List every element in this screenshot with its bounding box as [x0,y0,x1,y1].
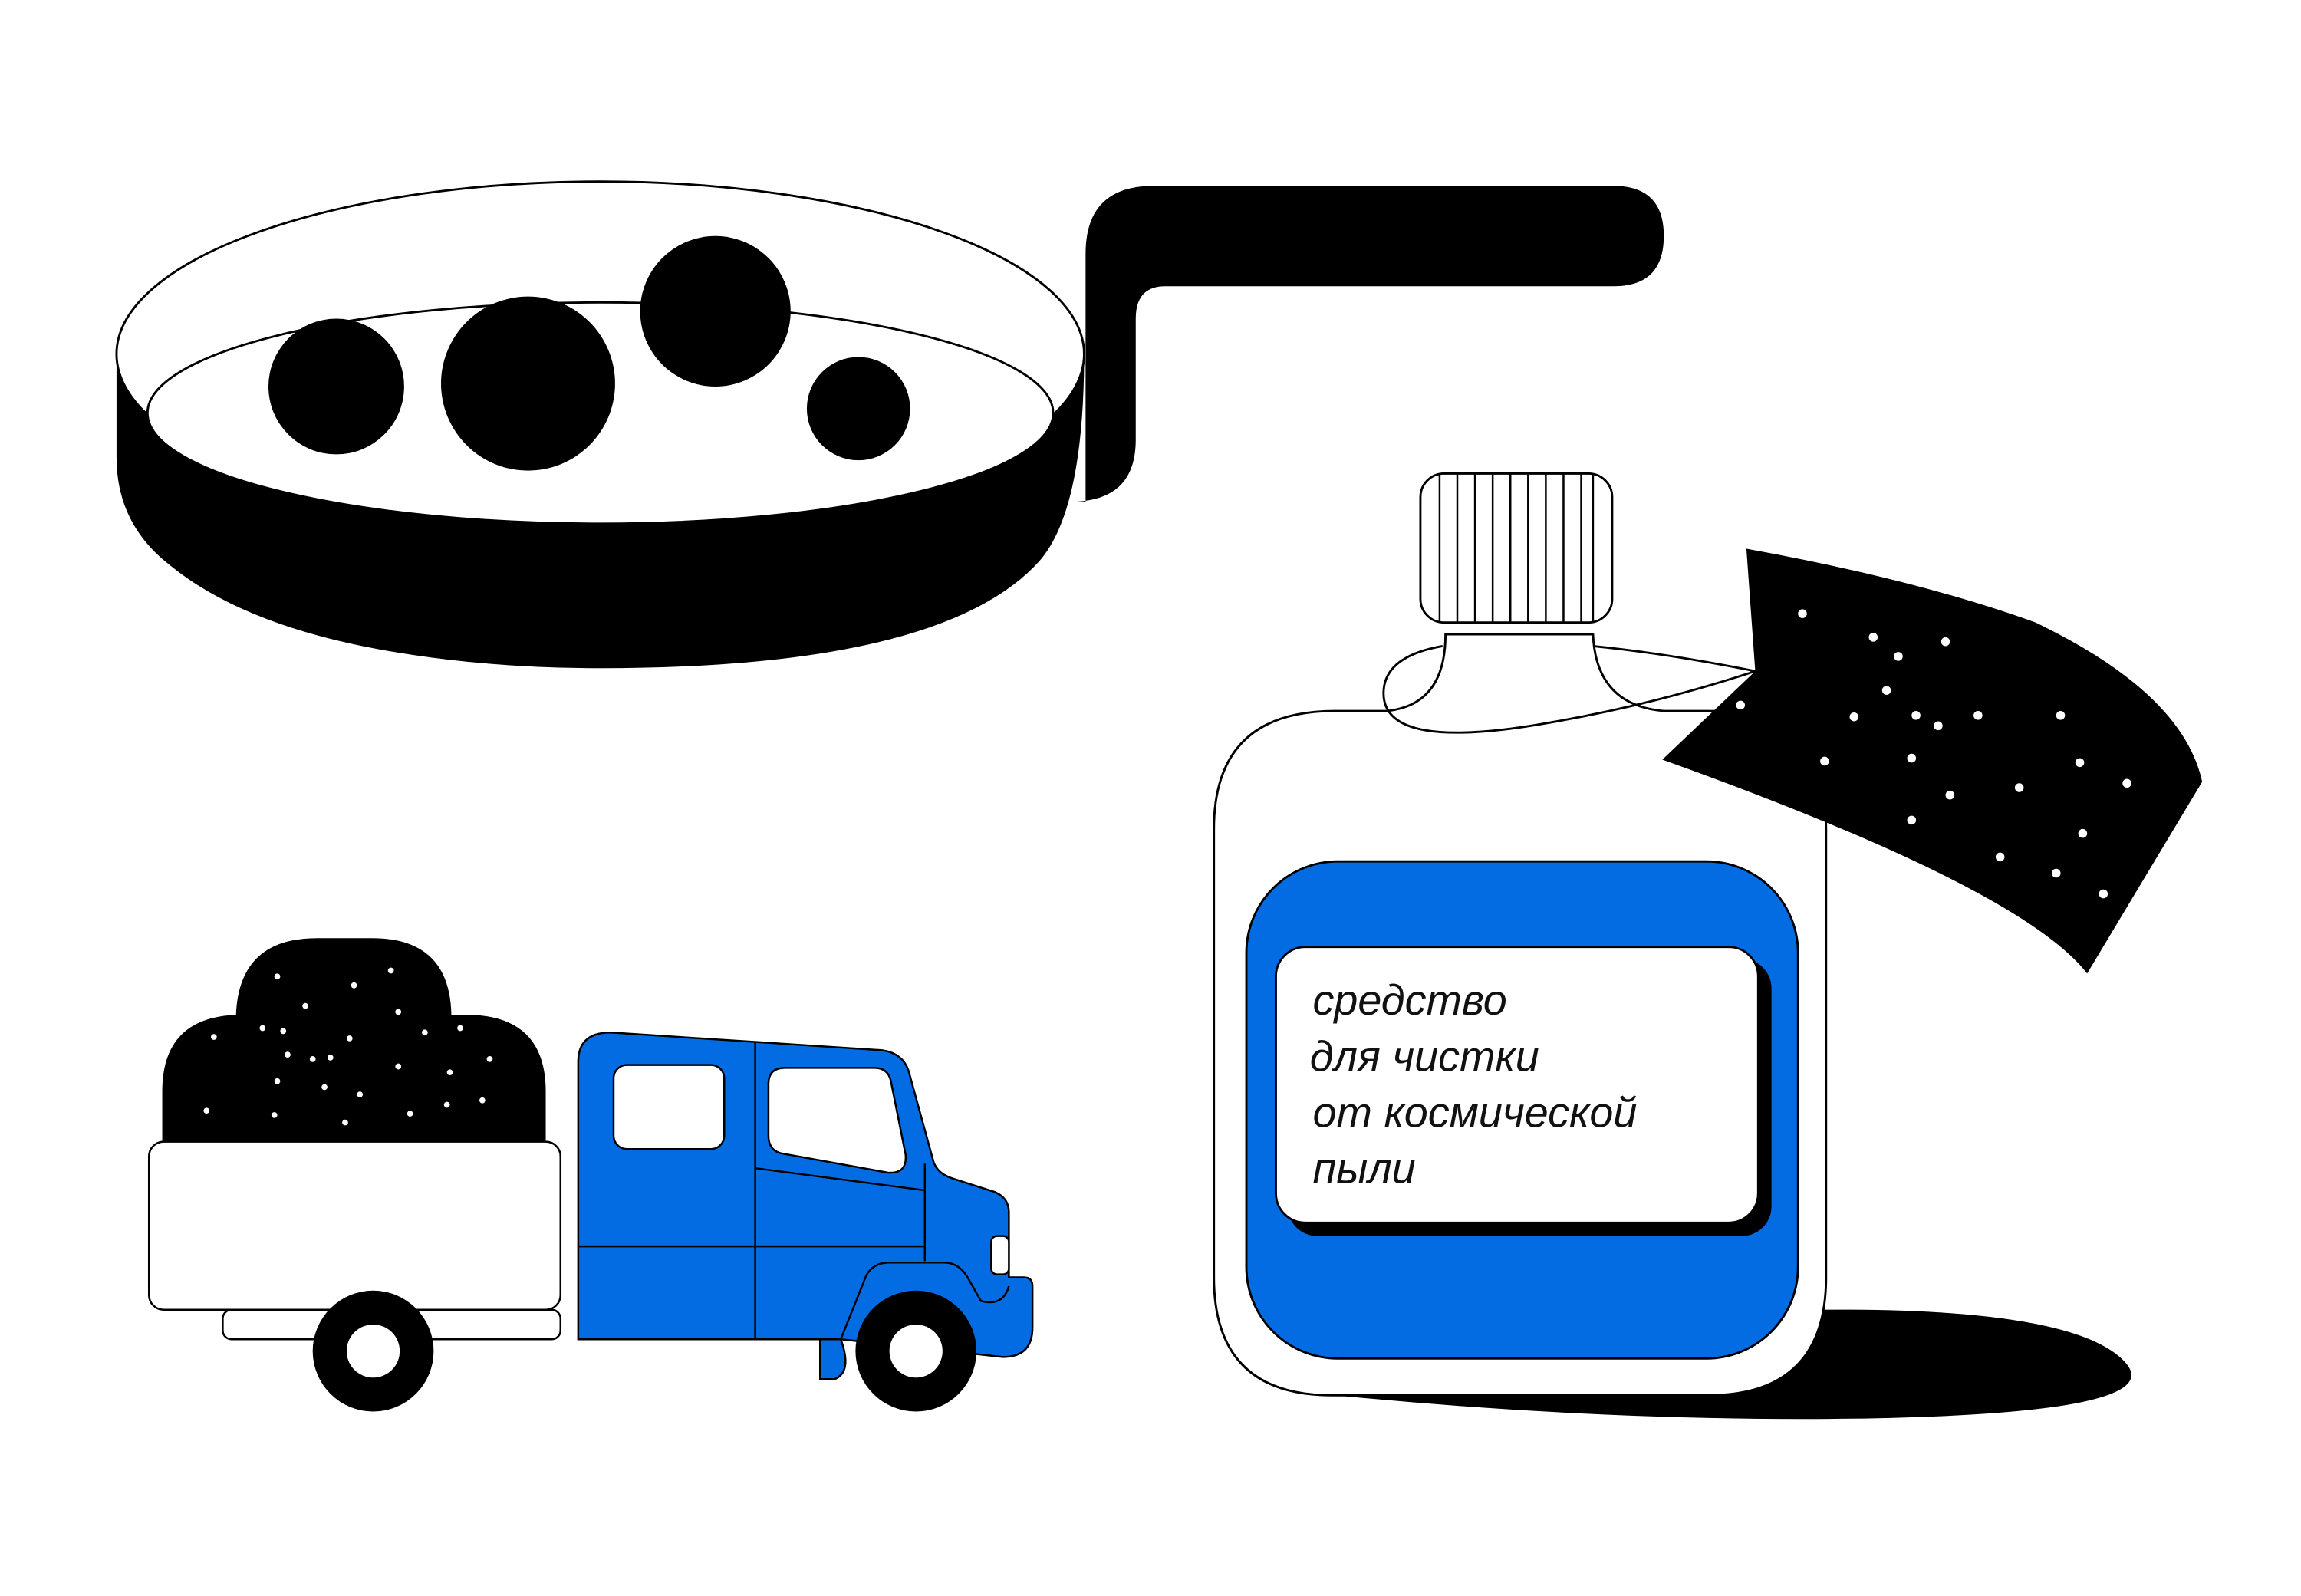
trailer-bed [147,1140,562,1311]
dust-ball [806,357,910,461]
label-line: от космической [1313,1088,1638,1136]
label-line: для чистки [1310,1032,1539,1080]
wheel [312,1290,434,1412]
bottle-cap [1419,472,1614,624]
dust-pile [162,938,546,1144]
bottle-label [1275,946,1759,1224]
cleaning-bottle: средство для чистки от космической пыли [1213,472,1828,1397]
frying-pan [115,180,1664,669]
pan-handle [1076,186,1664,502]
truck [147,938,1034,1412]
dust-ball [441,296,615,471]
truck-window [767,1067,907,1174]
spray-cloud [1662,548,2203,974]
label-line: средство [1313,976,1507,1024]
dust-ball [640,235,791,387]
wheel [855,1290,977,1412]
dust-ball [268,318,404,455]
label-line: пыли [1313,1144,1416,1192]
truck-window [612,1064,726,1150]
